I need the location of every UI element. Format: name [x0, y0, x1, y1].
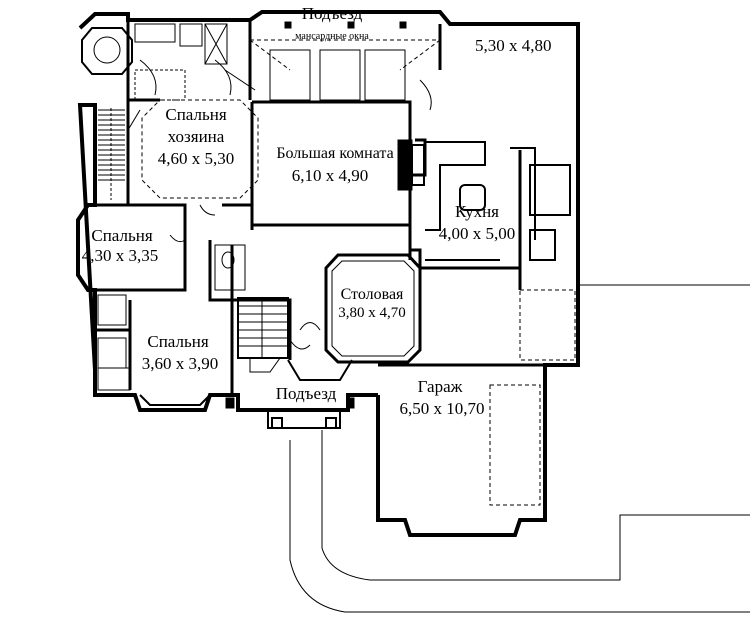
dining-room-outline [324, 253, 422, 364]
label-bedroom3-size: 3,60 x 3,90 [141, 354, 219, 373]
label-master-name-2: хозяина [167, 127, 225, 146]
porch-columns [225, 21, 407, 409]
dormer-windows [249, 39, 441, 101]
label-porch-top: Подъезд [301, 4, 363, 23]
front-entry [267, 359, 353, 429]
label-bedroom2-size: 4,30 x 3,35 [81, 246, 159, 265]
label-great-room-name: Большая комната [276, 145, 394, 162]
closet-rods [98, 108, 125, 200]
label-dining-size: 3,80 x 4,70 [338, 305, 406, 321]
exterior-walls [76, 10, 580, 537]
staircase [237, 297, 289, 373]
label-kitchen-size: 4,00 x 5,00 [438, 224, 516, 243]
label-garage-size: 6,50 x 10,70 [399, 399, 485, 418]
master-bedroom-outline [141, 99, 259, 199]
master-bath-fixtures [134, 23, 228, 101]
label-bedroom3-name: Спальня [147, 332, 209, 351]
label-kitchen-name: Кухня [455, 202, 499, 221]
door-swings [127, 59, 432, 350]
label-master-name-1: Спальня [165, 105, 227, 124]
label-great-room-size: 6,10 x 4,90 [291, 166, 369, 185]
label-bedroom2-name: Спальня [91, 226, 153, 245]
label-master-size: 4,60 x 5,30 [157, 149, 235, 168]
driveway [289, 284, 750, 613]
garage-details [489, 289, 576, 506]
kitchen-counters [425, 141, 571, 261]
hall-bath-fixtures [97, 244, 246, 391]
label-room-ne-size: 5,30 x 4,80 [475, 36, 552, 55]
label-garage-name: Гараж [417, 377, 463, 396]
bedroom-bay [139, 394, 211, 406]
bay-turret [81, 27, 133, 75]
label-dormer-windows: мансардные окна [295, 31, 369, 42]
label-porch-bottom: Подъезд [275, 384, 337, 403]
fireplace [397, 139, 425, 191]
label-dining-name: Столовая [340, 286, 404, 303]
